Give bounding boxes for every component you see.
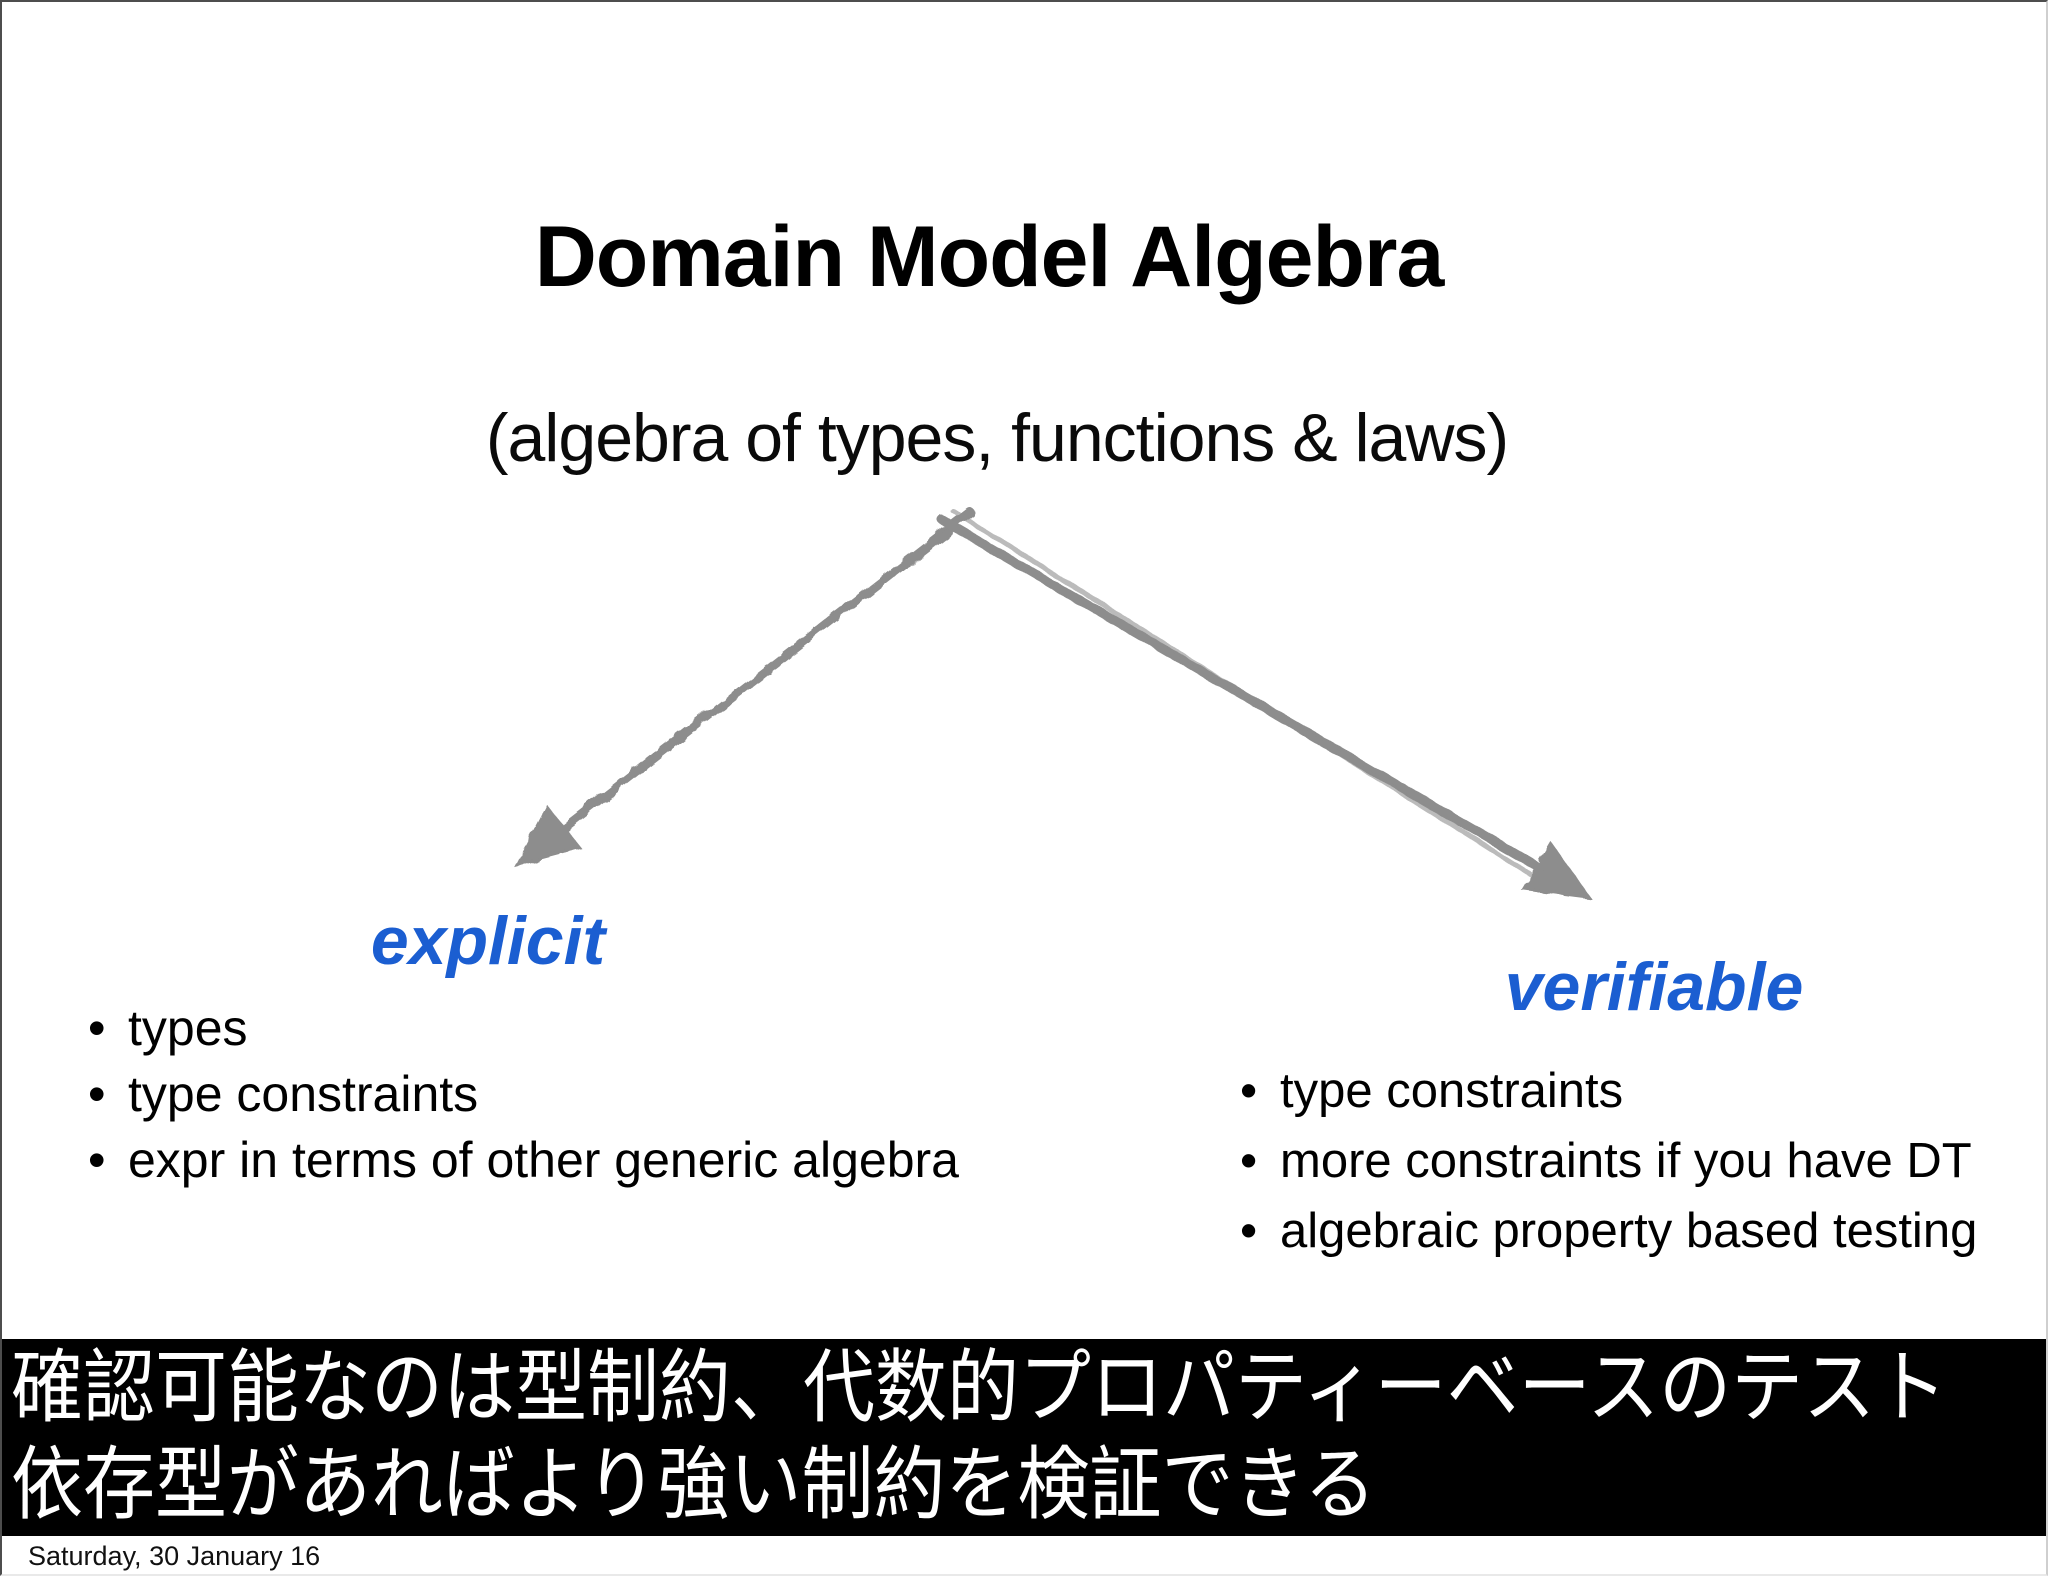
bullet-icon: • — [1240, 1064, 1258, 1118]
caption-line-1: 確認可能なのは型制約、代数的プロパティーベースのテスト — [11, 1343, 1948, 1432]
bullet-icon: • — [88, 1066, 106, 1122]
caption-banner: 確認可能なのは型制約、代数的プロパティーベースのテスト 依存型があればより強い制… — [2, 1339, 2046, 1536]
slide-subtitle: (algebra of types, functions & laws) — [485, 400, 1509, 476]
list-item: • types — [88, 995, 959, 1061]
bullet-text: more constraints if you have DT — [1280, 1134, 1972, 1188]
bullet-text: expr in terms of other generic algebra — [128, 1132, 959, 1188]
bullet-text: types — [128, 1000, 248, 1056]
list-item: • algebraic property based testing — [1240, 1196, 1977, 1266]
left-bullet-list: • types • type constraints • expr in ter… — [88, 995, 959, 1193]
bullet-icon: • — [1240, 1134, 1258, 1188]
slide-title: Domain Model Algebra — [534, 209, 1445, 305]
verifiable-label: verifiable — [1504, 949, 1804, 1025]
date-stamp: Saturday, 30 January 16 — [28, 1541, 321, 1571]
arrow-right-icon — [937, 507, 1593, 900]
bullet-text: type constraints — [128, 1066, 479, 1122]
bullet-text: type constraints — [1280, 1064, 1624, 1118]
bullet-text: algebraic property based testing — [1280, 1204, 1978, 1258]
list-item: • type constraints — [88, 1061, 959, 1127]
arrow-left-icon — [514, 507, 975, 868]
list-item: • more constraints if you have DT — [1240, 1126, 1977, 1196]
bullet-icon: • — [88, 1132, 106, 1188]
bullet-icon: • — [1240, 1204, 1258, 1258]
explicit-label: explicit — [370, 903, 606, 979]
bullet-icon: • — [88, 1000, 106, 1056]
list-item: • expr in terms of other generic algebra — [88, 1127, 959, 1193]
list-item: • type constraints — [1240, 1056, 1977, 1126]
caption-line-2: 依存型があればより強い制約を検証できる — [11, 1440, 1377, 1529]
right-bullet-list: • type constraints • more constraints if… — [1240, 1056, 1977, 1266]
